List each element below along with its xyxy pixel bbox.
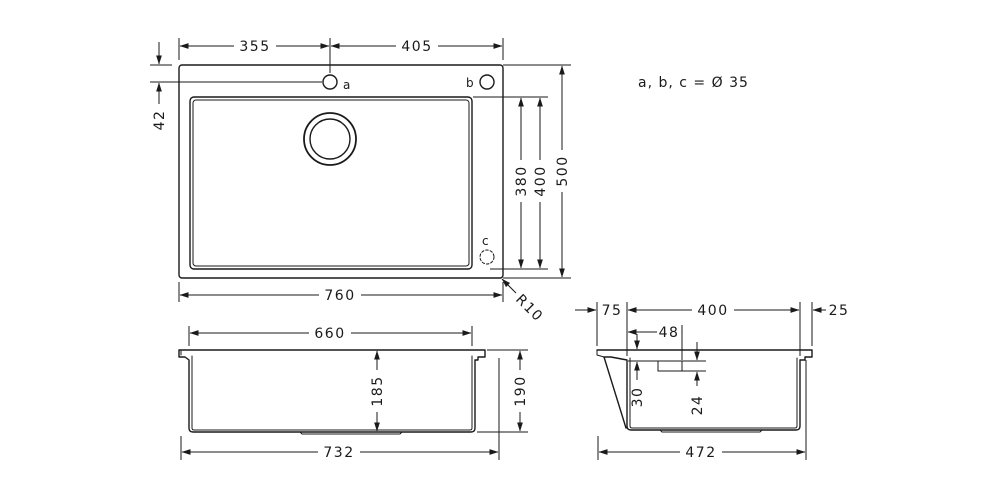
dim-190: 190 (513, 375, 529, 406)
dim-500: 500 (555, 155, 571, 186)
dim-732: 732 (323, 445, 354, 461)
dim-185: 185 (370, 375, 386, 406)
label-b: b (466, 76, 474, 90)
dim-400-height: 400 (533, 165, 549, 196)
dim-48: 48 (659, 325, 680, 341)
dim-400-side: 400 (697, 303, 728, 319)
tap-hole-c (479, 249, 495, 265)
dim-405: 405 (401, 39, 432, 55)
side-sink-outline (596, 349, 813, 431)
front-sink-outline (178, 349, 486, 433)
dim-760: 760 (324, 288, 355, 304)
drain-outer (303, 112, 357, 166)
dim-75: 75 (602, 303, 623, 319)
dim-472: 472 (685, 445, 716, 461)
sink-bowl-outline (189, 96, 473, 270)
label-c: c (482, 234, 489, 248)
label-a: a (343, 78, 350, 92)
tap-hole-b (479, 74, 495, 90)
dim-r10: R10 (512, 292, 546, 326)
tap-hole-note: a, b, c = Ø 35 (638, 75, 749, 91)
top-view: a b c 355 405 42 380 400 500 (150, 37, 571, 325)
overflow-opening (657, 360, 683, 372)
dim-24: 24 (690, 395, 706, 416)
dim-30: 30 (630, 387, 646, 408)
dim-25: 25 (829, 303, 850, 319)
tap-hole-a (322, 74, 338, 90)
dim-660: 660 (314, 326, 345, 342)
sink-bowl-inner-outline (192, 99, 470, 267)
sink-outer-outline (178, 64, 504, 279)
dim-380: 380 (514, 165, 530, 196)
drain-inner (309, 118, 351, 160)
radius-leader (501, 278, 517, 294)
side-view: 75 400 25 48 30 24 472 (575, 301, 852, 461)
dim-42: 42 (152, 110, 168, 131)
dim-355: 355 (239, 39, 270, 55)
front-view: 660 185 190 732 (178, 324, 529, 461)
